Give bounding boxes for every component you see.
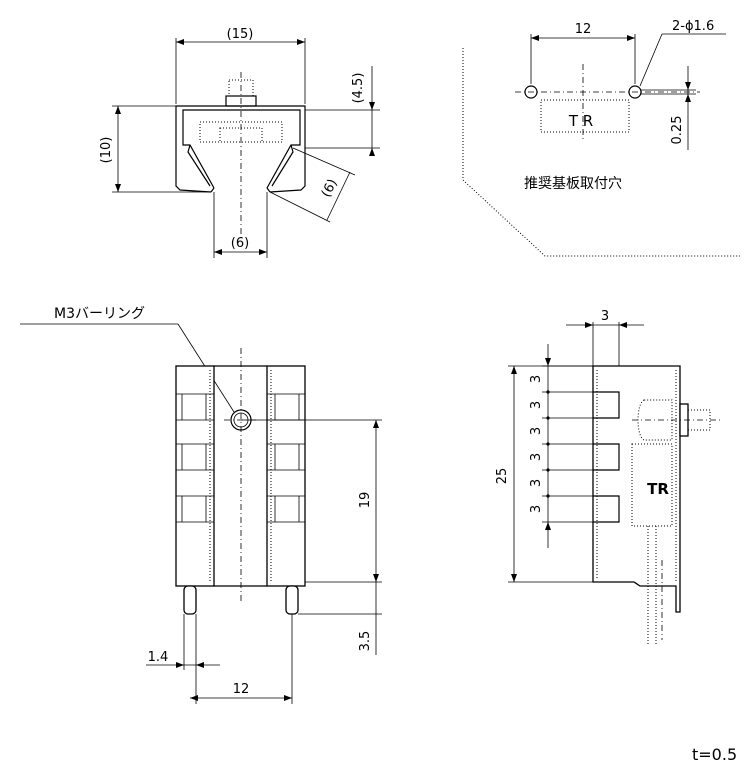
fin-pitch-4: 3 [529, 453, 544, 461]
dim-hole-offset: 0.25 [670, 116, 685, 145]
dim-plan-pin-pitch: 12 [233, 682, 250, 697]
thickness-note: t=0.5 [692, 745, 737, 764]
fin-pitch-5: 3 [529, 479, 544, 487]
plan-pin-left [183, 585, 197, 615]
dim-plan-height: 19 [358, 492, 373, 509]
pcb-tr-label: T R [568, 112, 593, 130]
pcb-hole-view: 12 T R 2-ϕ1.6 0.25 推奨基板取付穴 [462, 19, 740, 257]
dim-front-slot: (6) [231, 236, 249, 251]
dim-front-width: (15) [227, 27, 254, 42]
plan-view: M3バーリング [20, 306, 382, 704]
dim-plan-pin-width: 1.4 [148, 650, 169, 665]
plan-m3-label: M3バーリング [54, 306, 145, 322]
side-body [592, 365, 681, 613]
fin-pitch-3: 3 [529, 427, 544, 435]
side-view: 3 TR 25 [495, 309, 720, 646]
plan-pin-right [285, 585, 299, 615]
dim-plan-pin: 3.5 [358, 631, 373, 652]
dim-hole-pitch: 12 [575, 22, 592, 37]
fin-pitch-2: 3 [529, 401, 544, 409]
front-view: (15) (10) (4.5) (6) [99, 27, 380, 258]
dim-front-height: (10) [99, 137, 114, 164]
dim-hole-diameter: 2-ϕ1.6 [672, 19, 714, 34]
side-tr-label: TR [647, 480, 669, 498]
dim-front-top: (4.5) [351, 73, 366, 104]
dim-side-total: 25 [495, 468, 510, 485]
fin-pitch-1: 3 [529, 375, 544, 383]
pcb-caption: 推奨基板取付穴 [524, 175, 622, 192]
dim-side-fin-width: 3 [601, 309, 609, 324]
dim-front-arm: (6) [319, 177, 341, 200]
fin-pitch-6: 3 [529, 505, 544, 513]
